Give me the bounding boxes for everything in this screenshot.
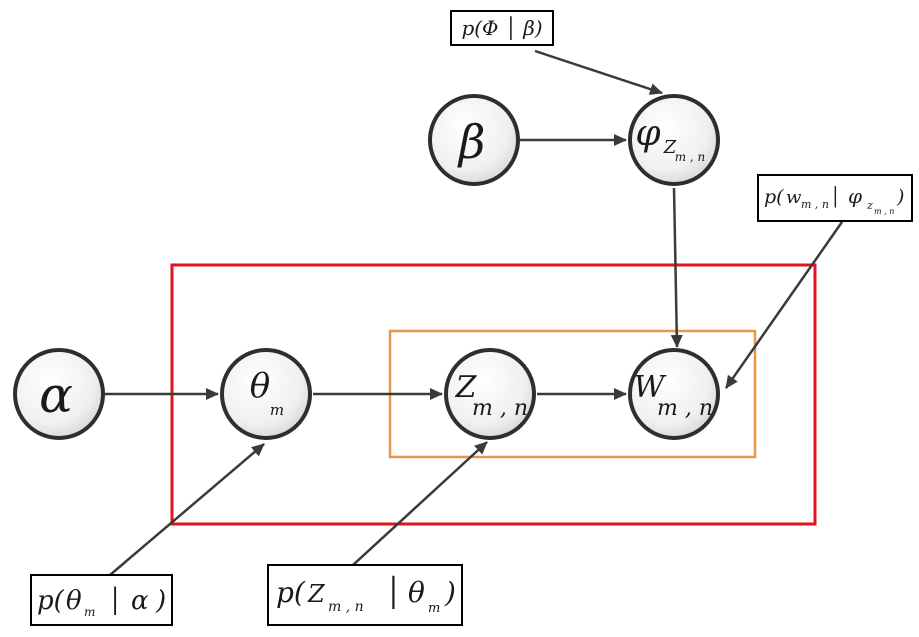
label-p-theta-alpha: p( θ m │ α ) [30,574,173,626]
label-p-z-theta: p( Z m , n │ θ m ) [267,564,463,626]
label-p-z-theta-theta: θ [408,576,425,609]
label-p-w-phi-w-sub: m , n [801,198,829,211]
label-p-w-phi-sep: │ [830,186,841,208]
node-alpha: α [13,348,105,440]
label-p-w-phi-phi: φ [848,184,862,208]
node-alpha-symbol: α [39,366,73,424]
edge-phi-w [670,187,683,348]
node-w-symbol: W [634,370,667,405]
label-p-z-theta-close: ) [444,576,456,609]
label-p-z-theta-prefix: p( [276,576,306,609]
node-phi-symbol: φ [635,113,661,154]
label-p-w-phi-phi-sub: z [866,199,873,212]
label-p-theta-alpha-prefix: p( [37,586,65,616]
label-p-z-theta-z: Z [307,580,326,608]
edge-label-z [352,441,488,566]
label-p-phi-beta-text: p(Φ │ β) [461,16,542,40]
node-z: Z m , n [444,348,536,440]
node-w-sub: m , n [657,396,713,421]
node-z-sub: m , n [472,396,528,421]
edge-label-w [724,221,844,389]
node-phi: φ Z m , n [628,94,720,186]
label-p-z-theta-sep: │ [385,575,402,609]
edge-label-theta [109,443,265,576]
label-p-w-phi-phi-subsub: m , n [874,207,894,216]
label-p-theta-alpha-alpha: α [131,586,149,616]
node-theta-symbol: θ [250,366,270,406]
label-p-theta-alpha-theta-sub: m [84,605,95,619]
node-phi-subsub: m , n [675,150,706,164]
node-theta-sub: m [270,401,284,419]
label-p-theta-alpha-sep: │ [108,586,122,615]
node-theta: θ m [220,348,312,440]
label-p-w-phi-prefix: p( [764,186,784,208]
label-p-phi-beta: p(Φ │ β) [450,10,554,46]
label-p-theta-alpha-theta: θ [66,586,82,616]
node-beta-symbol: β [457,115,486,169]
node-phi-sub: Z [663,137,677,158]
node-z-symbol: Z [455,370,478,405]
node-w: W m , n [628,348,720,440]
label-p-z-theta-theta-sub: m [428,601,440,616]
label-p-z-theta-z-sub: m , n [328,599,364,615]
label-p-w-phi: p( w m , n │ φ z m , n ) [757,174,913,222]
label-p-w-phi-w: w [786,187,802,208]
label-p-w-phi-close: ) [896,186,904,208]
node-beta: β [428,94,520,186]
label-p-theta-alpha-close: ) [155,586,166,616]
edge-label-phi [534,49,663,95]
